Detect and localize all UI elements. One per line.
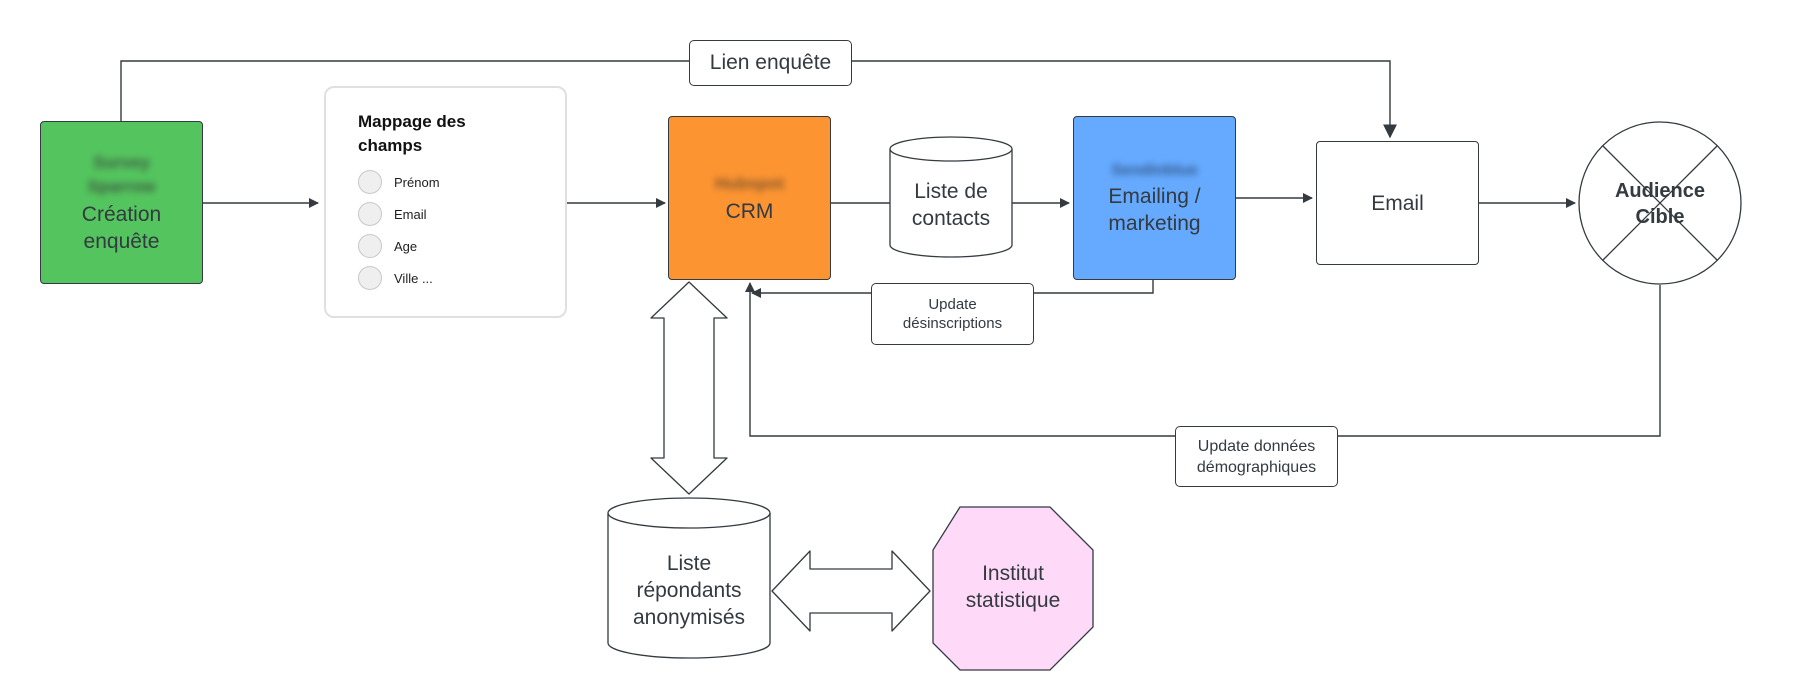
institut-label: Institut statistique — [933, 552, 1093, 622]
institut-label-line2: statistique — [965, 589, 1061, 612]
emailing-label-line1: Emailing / — [1108, 185, 1201, 208]
repondants-label-line1: Liste — [666, 551, 712, 575]
mapping-title-line2: champs — [358, 136, 423, 155]
repondants-label-line2: répondants — [636, 578, 742, 602]
lien-enquete-text: Lien enquête — [709, 51, 832, 74]
repondants-label: Liste répondants anonymisés — [608, 545, 770, 635]
field-row-email[interactable]: Email — [358, 198, 565, 230]
contacts-database-cylinder — [889, 136, 1013, 258]
survey-brand-name: Survey Sparrow — [87, 152, 156, 196]
double-arrow-crm-repondants — [650, 281, 728, 495]
field-label: Prénom — [394, 174, 440, 190]
survey-label-line2: enquête — [83, 229, 160, 253]
radio-button[interactable] — [358, 234, 382, 258]
field-label: Email — [394, 206, 427, 222]
audience-label-line2: Cible — [1636, 206, 1685, 228]
audience-label-line1: Audience — [1615, 180, 1705, 202]
lien-enquete-label: Lien enquête — [689, 40, 852, 86]
emailing-marketing-node[interactable]: Sendinblue Emailing / marketing — [1073, 116, 1236, 280]
field-row-age[interactable]: Age — [358, 230, 565, 262]
field-label: Ville ... — [394, 270, 433, 286]
repondants-label-line3: anonymisés — [632, 605, 746, 629]
update-demographics-line2: démographiques — [1196, 458, 1317, 476]
crm-brand-name: Hubspot — [715, 173, 784, 193]
crm-node[interactable]: Hubspot CRM — [668, 116, 831, 280]
update-desinscriptions-line2: désinscriptions — [902, 315, 1003, 332]
mapping-title-line1: Mappage des — [358, 112, 466, 131]
survey-creation-node[interactable]: Survey Sparrow Création enquête — [40, 121, 203, 284]
emailing-brand-name: Sendinblue — [1111, 162, 1198, 179]
update-demographics-line1: Update données — [1197, 437, 1316, 455]
crm-label: CRM — [725, 199, 774, 223]
audience-target-circle: Audience Cible — [1578, 121, 1742, 285]
emailing-label-line2: marketing — [1108, 212, 1201, 235]
mapping-title: Mappage des champs — [358, 110, 565, 158]
update-desinscriptions-line1: Update — [928, 296, 977, 313]
institut-octagon — [932, 506, 1094, 671]
institut-label-line1: Institut — [982, 562, 1044, 585]
update-demographics-label: Update données démographiques — [1175, 426, 1338, 487]
double-arrow-repondants-institut — [771, 550, 931, 632]
radio-button[interactable] — [358, 202, 382, 226]
email-node[interactable]: Email — [1316, 141, 1479, 265]
update-desinscriptions-label: Update désinscriptions — [871, 283, 1034, 345]
survey-label-line1: Création — [81, 202, 162, 226]
field-row-prenom[interactable]: Prénom — [358, 166, 565, 198]
field-mapping-panel: Mappage des champs Prénom Email Age Vill… — [324, 86, 567, 318]
contacts-label-line1: Liste de — [914, 180, 988, 203]
radio-button[interactable] — [358, 170, 382, 194]
contacts-label-line2: contacts — [911, 207, 991, 230]
email-label: Email — [1371, 191, 1424, 215]
field-row-ville[interactable]: Ville ... — [358, 262, 565, 294]
contacts-label: Liste de contacts — [890, 170, 1012, 240]
repondants-database-cylinder — [607, 497, 771, 659]
field-label: Age — [394, 238, 418, 254]
radio-button[interactable] — [358, 266, 382, 290]
